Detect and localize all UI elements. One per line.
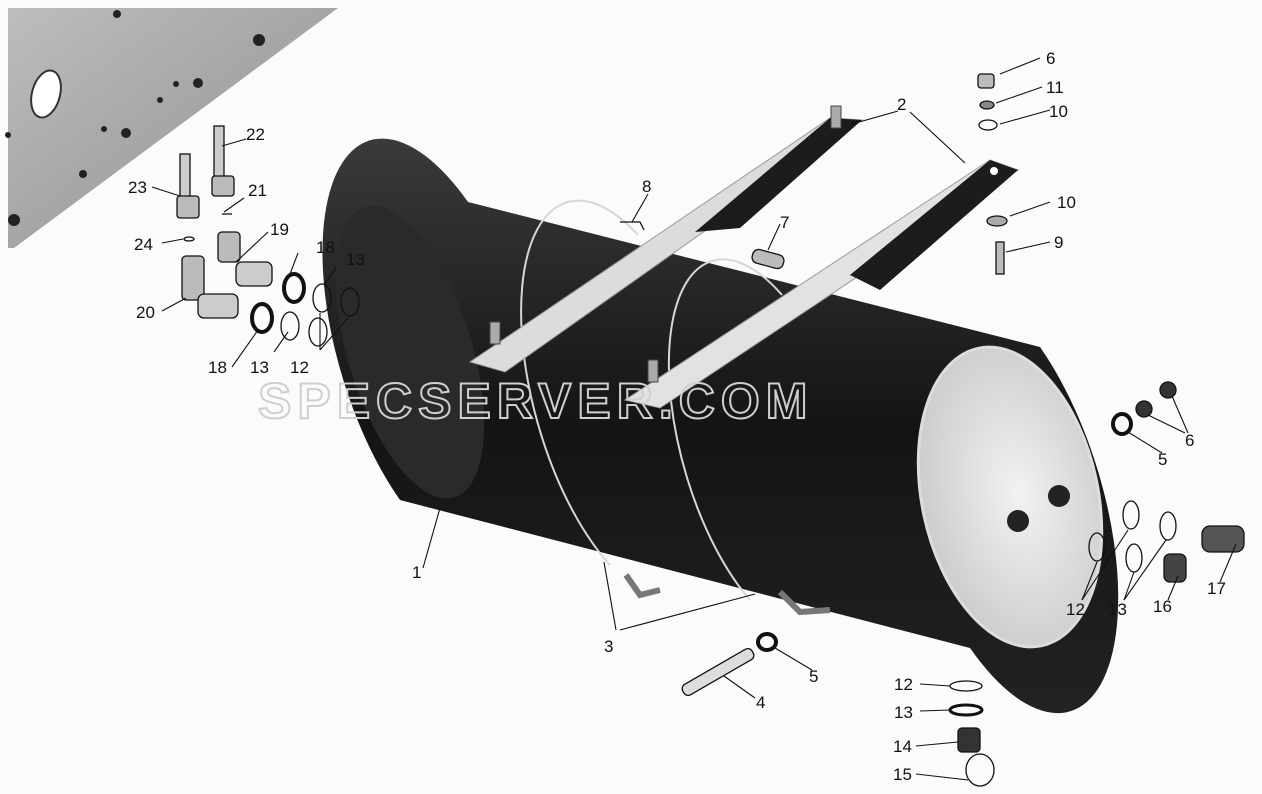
callout-11: 11 (1046, 78, 1064, 97)
air-tank (322, 138, 1119, 714)
callout-19: 19 (270, 220, 289, 239)
callout-1: 1 (412, 563, 421, 582)
mounting-straps (468, 105, 1020, 409)
callout-20: 20 (136, 303, 155, 322)
callout-10-top: 10 (1049, 102, 1068, 121)
callout-7: 7 (780, 213, 789, 232)
callout-18-lower: 18 (208, 358, 227, 377)
callout-5-right: 5 (1158, 450, 1167, 469)
callout-13-left-lower: 13 (250, 358, 269, 377)
callout-23: 23 (128, 178, 147, 197)
callout-9: 9 (1054, 233, 1063, 252)
callout-5-bottom: 5 (809, 667, 818, 686)
callout-21: 21 (248, 181, 267, 200)
callout-18-upper: 18 (316, 238, 335, 257)
callout-14: 14 (893, 737, 912, 756)
callout-16: 16 (1153, 597, 1172, 616)
callout-8: 8 (642, 177, 651, 196)
callout-6-right: 6 (1185, 431, 1194, 450)
callout-13-right: 13 (1108, 600, 1127, 619)
callout-labels: 1 2 3 4 5 5 6 6 7 8 9 10 10 11 12 12 12 … (128, 49, 1226, 784)
leader-lines (151, 57, 1237, 781)
callout-12-bottom: 12 (894, 675, 913, 694)
callout-13-bottom: 13 (894, 703, 913, 722)
callout-2: 2 (897, 95, 906, 114)
callout-12-right: 12 (1066, 600, 1085, 619)
callout-10-middle: 10 (1057, 193, 1076, 212)
callout-12-left: 12 (290, 358, 309, 377)
callout-6-top: 6 (1046, 49, 1055, 68)
callout-13-left-upper: 13 (346, 250, 365, 269)
watermark-text: SPECSERVER.COM (258, 373, 813, 429)
callout-3: 3 (604, 637, 613, 656)
callout-24: 24 (134, 235, 153, 254)
callout-15: 15 (893, 765, 912, 784)
callout-17: 17 (1207, 579, 1226, 598)
callout-22: 22 (246, 125, 265, 144)
callout-4: 4 (756, 693, 765, 712)
frame-plate (5, 8, 338, 248)
loose-parts (176, 73, 1245, 787)
